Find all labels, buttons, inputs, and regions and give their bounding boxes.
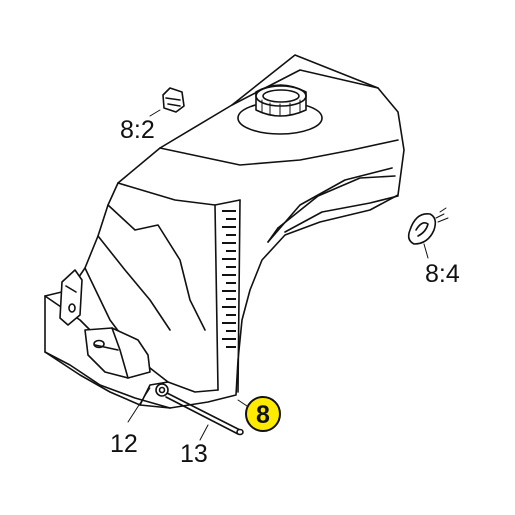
filler-neck [237, 84, 323, 135]
label-part-12: 12 [110, 430, 138, 458]
label-part-8-2: 8:2 [120, 116, 155, 144]
cap-plug [149, 87, 185, 117]
brand-logo-decal [407, 207, 449, 259]
label-part-8-4: 8:4 [425, 260, 460, 288]
label-part-8: 8 [256, 401, 270, 429]
rod-pin [164, 391, 244, 436]
label-part-13: 13 [180, 440, 208, 468]
fastener-ring [155, 383, 169, 397]
highlight-badge-part-8: 8 [245, 396, 281, 432]
fuel-tank-body [44, 54, 405, 409]
level-scale-marks [222, 210, 236, 348]
